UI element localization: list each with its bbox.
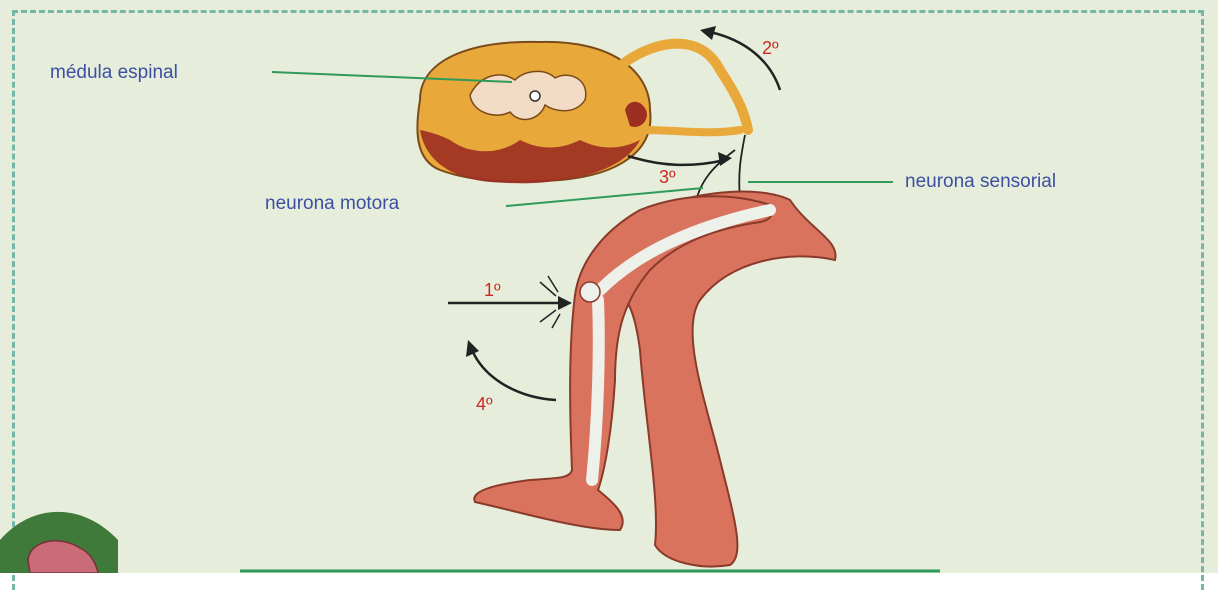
sensory-neuron-label: neurona sensorial bbox=[905, 171, 1056, 193]
brain-icon bbox=[0, 512, 118, 573]
spinal-cord-label: médula espinal bbox=[50, 62, 178, 84]
step-4-arrow bbox=[472, 350, 556, 400]
step-2-label: 2º bbox=[762, 38, 779, 59]
sensory-nerve-fiber bbox=[739, 135, 745, 200]
motor-neuron-label: neurona motora bbox=[265, 193, 399, 215]
spinal-cord-cross-section bbox=[417, 42, 650, 183]
motor-root bbox=[640, 130, 740, 132]
step-4-label: 4º bbox=[476, 394, 493, 415]
step-1-label: 1º bbox=[484, 280, 501, 301]
step-3-label: 3º bbox=[659, 167, 676, 188]
leg-illustration bbox=[474, 192, 835, 567]
diagram-panel: médula espinal neurona motora neurona se… bbox=[0, 0, 1218, 573]
reflex-arc-illustration bbox=[0, 0, 1218, 573]
step-3-arrow bbox=[628, 156, 725, 165]
